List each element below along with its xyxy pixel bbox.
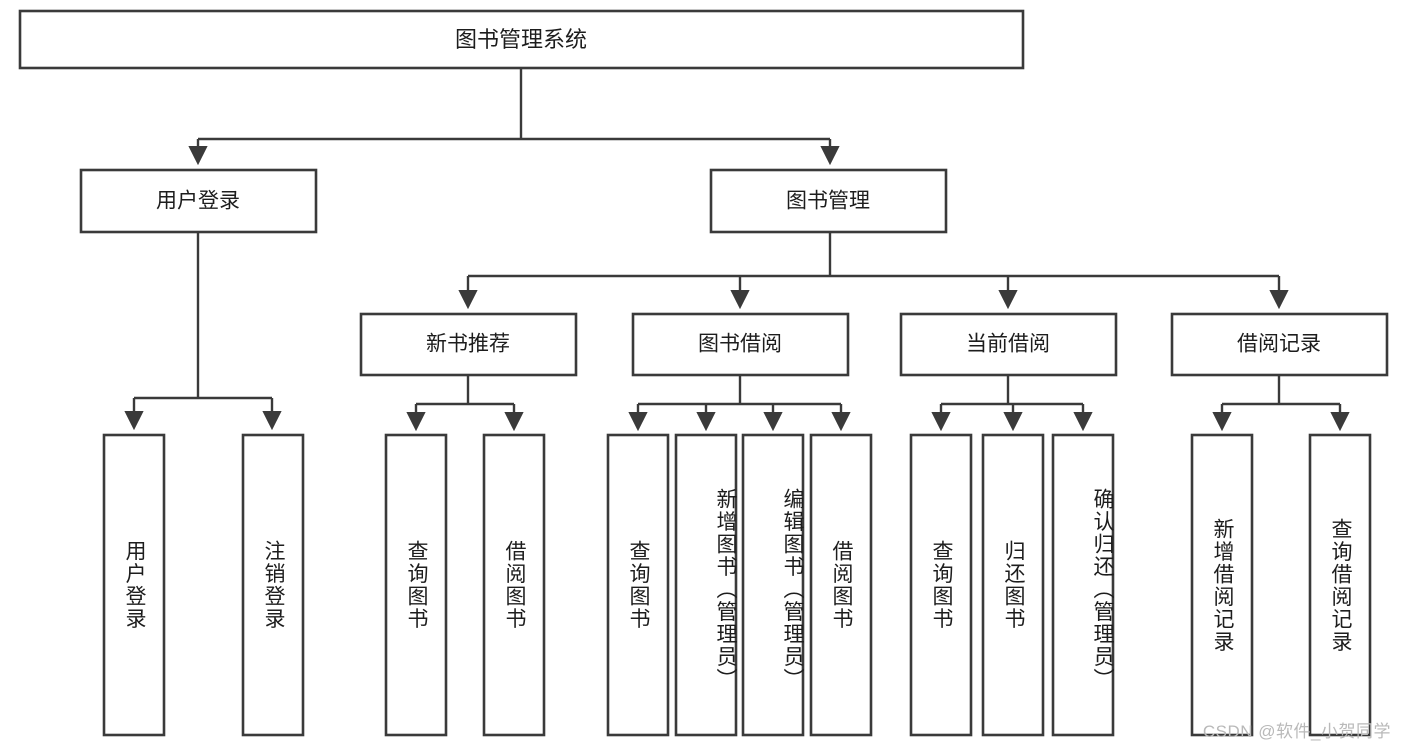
node-root-label: 图书管理系统: [455, 27, 587, 52]
node-borrow-record[interactable]: 借阅记录: [1170, 312, 1389, 377]
edge-group-user-login: [124, 232, 282, 431]
node-current-borrow-box: [899, 312, 1118, 377]
node-new-book-recommend-label: 新书推荐: [426, 333, 510, 356]
leaf-logout-box[interactable]: [241, 433, 305, 737]
leaf-add-record-box[interactable]: [1190, 433, 1254, 737]
node-current-borrow[interactable]: 当前借阅: [899, 312, 1118, 377]
edge-group-book-borrow: [628, 375, 851, 432]
node-root-box: [18, 9, 1025, 70]
node-user-login-label: 用户登录: [156, 190, 240, 213]
node-new-book-recommend-box: [359, 312, 578, 377]
node-current-borrow-label: 当前借阅: [966, 333, 1050, 356]
leaf-query-book-2-box[interactable]: [606, 433, 670, 737]
node-borrow-record-box: [1170, 312, 1389, 377]
leaf-borrow-book-1-box[interactable]: [482, 433, 546, 737]
node-book-management[interactable]: 图书管理: [709, 168, 948, 234]
node-book-borrow[interactable]: 图书借阅: [631, 312, 850, 377]
leaf-confirm-return-box[interactable]: [1051, 433, 1115, 737]
leaf-boxes: [102, 433, 1372, 737]
leaf-query-record-box[interactable]: [1308, 433, 1372, 737]
node-new-book-recommend[interactable]: 新书推荐: [359, 312, 578, 377]
leaf-query-book-3-box[interactable]: [909, 433, 973, 737]
node-book-management-label: 图书管理: [786, 190, 870, 213]
leaf-return-book-box[interactable]: [981, 433, 1045, 737]
edge-group-current-borrow: [931, 375, 1093, 432]
node-root[interactable]: 图书管理系统: [18, 9, 1025, 70]
node-user-login[interactable]: 用户登录: [79, 168, 318, 234]
edge-group-root: [188, 68, 840, 166]
node-book-borrow-box: [631, 312, 850, 377]
leaf-borrow-book-2-box[interactable]: [809, 433, 873, 737]
csdn-watermark: CSDN @软件_小贺同学: [1202, 722, 1391, 741]
node-borrow-record-label: 借阅记录: [1237, 333, 1321, 356]
edge-group-borrow-record: [1212, 375, 1350, 432]
leaf-add-book-box[interactable]: [674, 433, 738, 737]
leaf-query-book-1-box[interactable]: [384, 433, 448, 737]
leaf-user-login-box[interactable]: [102, 433, 166, 737]
node-book-borrow-label: 图书借阅: [698, 333, 782, 356]
node-user-login-box: [79, 168, 318, 234]
edge-group-new-book-recommend: [406, 375, 524, 432]
node-book-management-box: [709, 168, 948, 234]
leaf-edit-book-box[interactable]: [741, 433, 805, 737]
edge-group-book-management: [458, 232, 1289, 310]
